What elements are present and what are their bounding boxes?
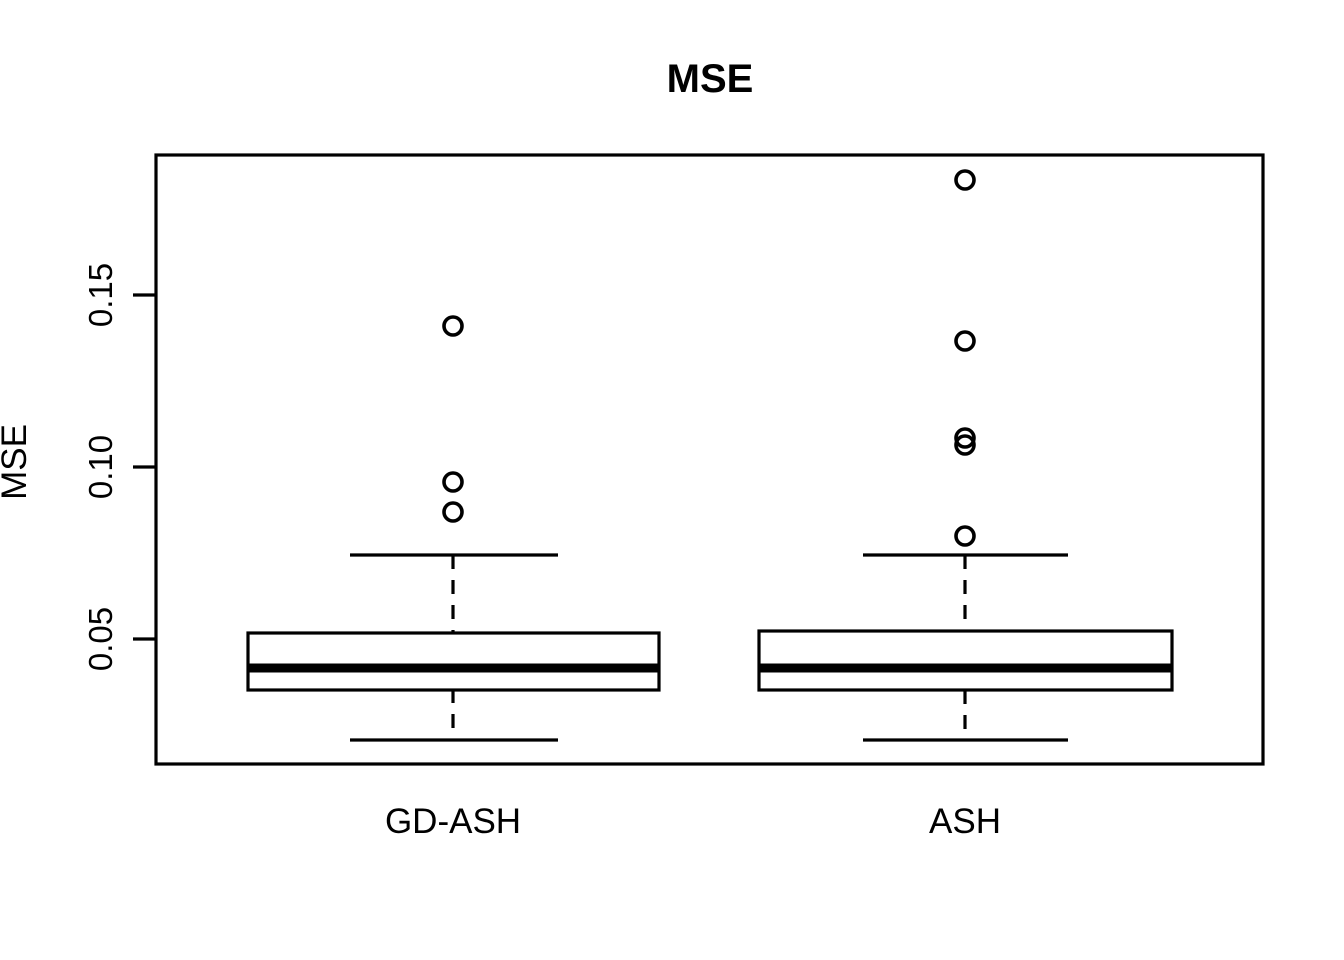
outlier-ash-1 (954, 434, 976, 456)
box-ash (757, 629, 1174, 692)
outlier-ash-4 (954, 169, 976, 191)
chart-title: MSE (667, 57, 754, 101)
outlier-ash-2 (954, 427, 976, 449)
outlier-gd-ash-2 (442, 315, 464, 337)
outlier-gd-ash-0 (442, 501, 464, 523)
box-gd-ash (246, 631, 661, 692)
y-tick-label-1: 0.10 (82, 435, 119, 499)
plot-frame (154, 153, 1265, 766)
y-tick-label-2: 0.15 (82, 263, 119, 327)
x-tick-label-ash: ASH (929, 802, 1001, 841)
y-tick-label-0: 0.05 (82, 607, 119, 671)
outlier-ash-3 (954, 330, 976, 352)
boxplot-group-gd-ash (246, 315, 661, 742)
x-tick-label-gd-ash: GD-ASH (385, 802, 521, 841)
boxplot-group-ash (757, 169, 1174, 742)
y-axis-title: MSE (0, 424, 34, 500)
outlier-gd-ash-1 (442, 471, 464, 493)
outlier-ash-0 (954, 525, 976, 547)
